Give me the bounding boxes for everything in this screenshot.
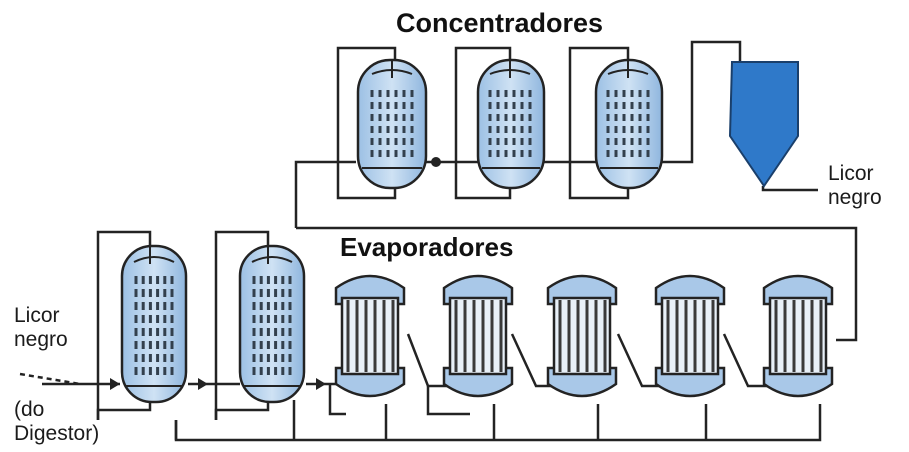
concentrator-2 — [476, 58, 546, 190]
evaporator-short-1 — [334, 274, 406, 398]
concentrator-3 — [594, 58, 664, 190]
storage-tank — [728, 61, 799, 188]
evaporators-short — [334, 274, 834, 398]
link-arrow-1 — [198, 378, 208, 390]
input-source-line-1: (do — [14, 398, 45, 421]
link-arrow-2 — [316, 378, 326, 390]
concentrator-2-loop — [454, 46, 512, 170]
concentrator-to-tank-line — [662, 40, 742, 164]
input-source-label: (do Digestor) — [14, 398, 99, 446]
input-source-line-2: Digestor) — [14, 422, 100, 445]
evaporator-to-concentrator-line — [296, 226, 858, 342]
concentrators-group — [294, 40, 818, 228]
concentrator-1 — [356, 58, 428, 190]
bottom-collector-line — [96, 402, 152, 420]
tank-outlet-line — [761, 186, 818, 192]
input-label-line-2: negro — [14, 328, 68, 351]
concentrator-3-bottom — [568, 170, 630, 200]
concentrator-feed-line — [294, 160, 356, 228]
output-label-line-2: negro — [828, 186, 882, 209]
input-label: Licor negro — [14, 304, 68, 352]
input-label-line-1: Licor — [14, 304, 60, 327]
evaporator-tall-1 — [120, 244, 188, 404]
concentrator-3-loop — [568, 46, 630, 170]
concentrator-1-loop — [336, 46, 397, 170]
concentrator-2-bottom — [454, 170, 512, 200]
feed-arrow — [110, 378, 120, 390]
evaporator-tall-2 — [238, 244, 306, 404]
evaporator-tall-tubes — [134, 276, 292, 376]
feed-dashed — [19, 372, 81, 386]
junction-dot — [431, 157, 441, 167]
concentrator-1-bottom — [336, 170, 397, 200]
evaporators-lines — [19, 230, 822, 442]
title-evaporadores: Evaporadores — [340, 232, 514, 262]
output-label: Licor negro — [828, 162, 882, 210]
evaporator-short-5 — [762, 274, 834, 398]
title-concentradores: Concentradores — [396, 8, 604, 38]
evaporator-short-3 — [546, 274, 618, 398]
evaporator-short-4 — [654, 274, 726, 398]
evaporator-short-2 — [442, 274, 514, 398]
output-label-line-1: Licor — [828, 162, 874, 185]
